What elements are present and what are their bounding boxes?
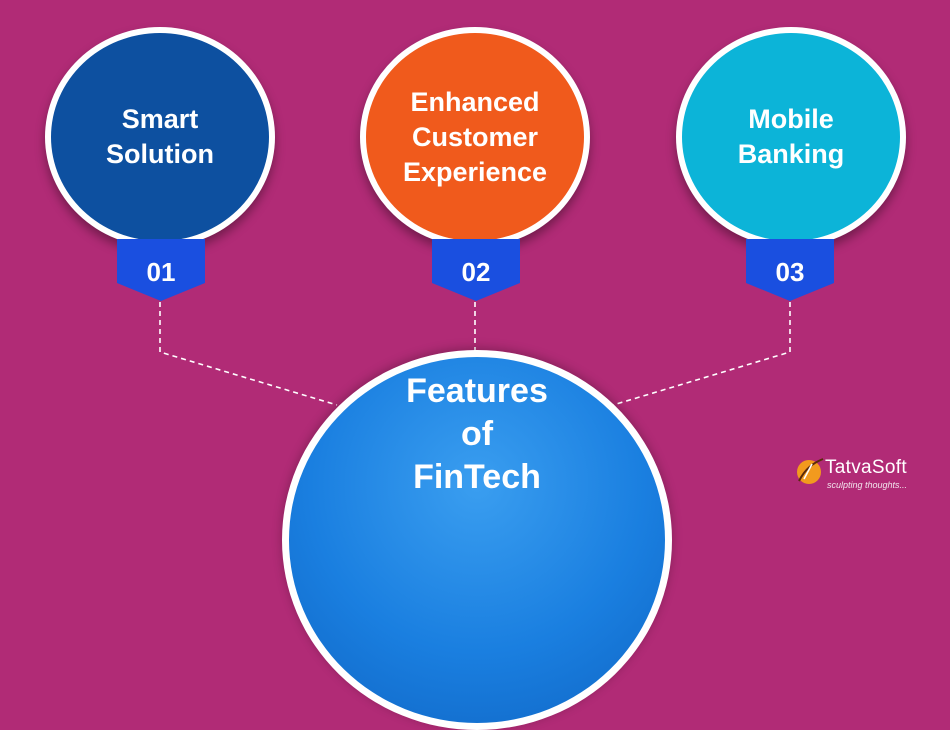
feature-number-tab-1: 01 <box>117 239 205 301</box>
feature-circle-customer-experience: Enhanced Customer Experience <box>360 27 590 247</box>
hub-title: Features of FinTech <box>406 372 548 496</box>
feature-title: Enhanced Customer Experience <box>402 86 548 187</box>
feature-number: 03 <box>775 257 805 287</box>
feature-circle-smart-solution: Smart Solution <box>45 27 275 247</box>
connector-line-1 <box>159 302 338 406</box>
tatvasoft-logo: TatvaSoft sculpting thoughts... <box>795 455 945 497</box>
feature-circle-mobile-banking: Mobile Banking <box>676 27 906 247</box>
logo-name: TatvaSoft <box>825 457 907 478</box>
feature-number: 02 <box>461 257 491 287</box>
connector-line-3 <box>612 302 791 406</box>
feature-title: Smart Solution <box>106 104 214 169</box>
feature-number-tab-2: 02 <box>432 239 520 301</box>
logo-mark-icon <box>797 458 824 484</box>
feature-number: 01 <box>146 257 176 287</box>
feature-number-tab-3: 03 <box>746 239 834 301</box>
logo-tagline: sculpting thoughts... <box>827 480 908 490</box>
feature-title: Mobile Banking <box>737 104 845 169</box>
